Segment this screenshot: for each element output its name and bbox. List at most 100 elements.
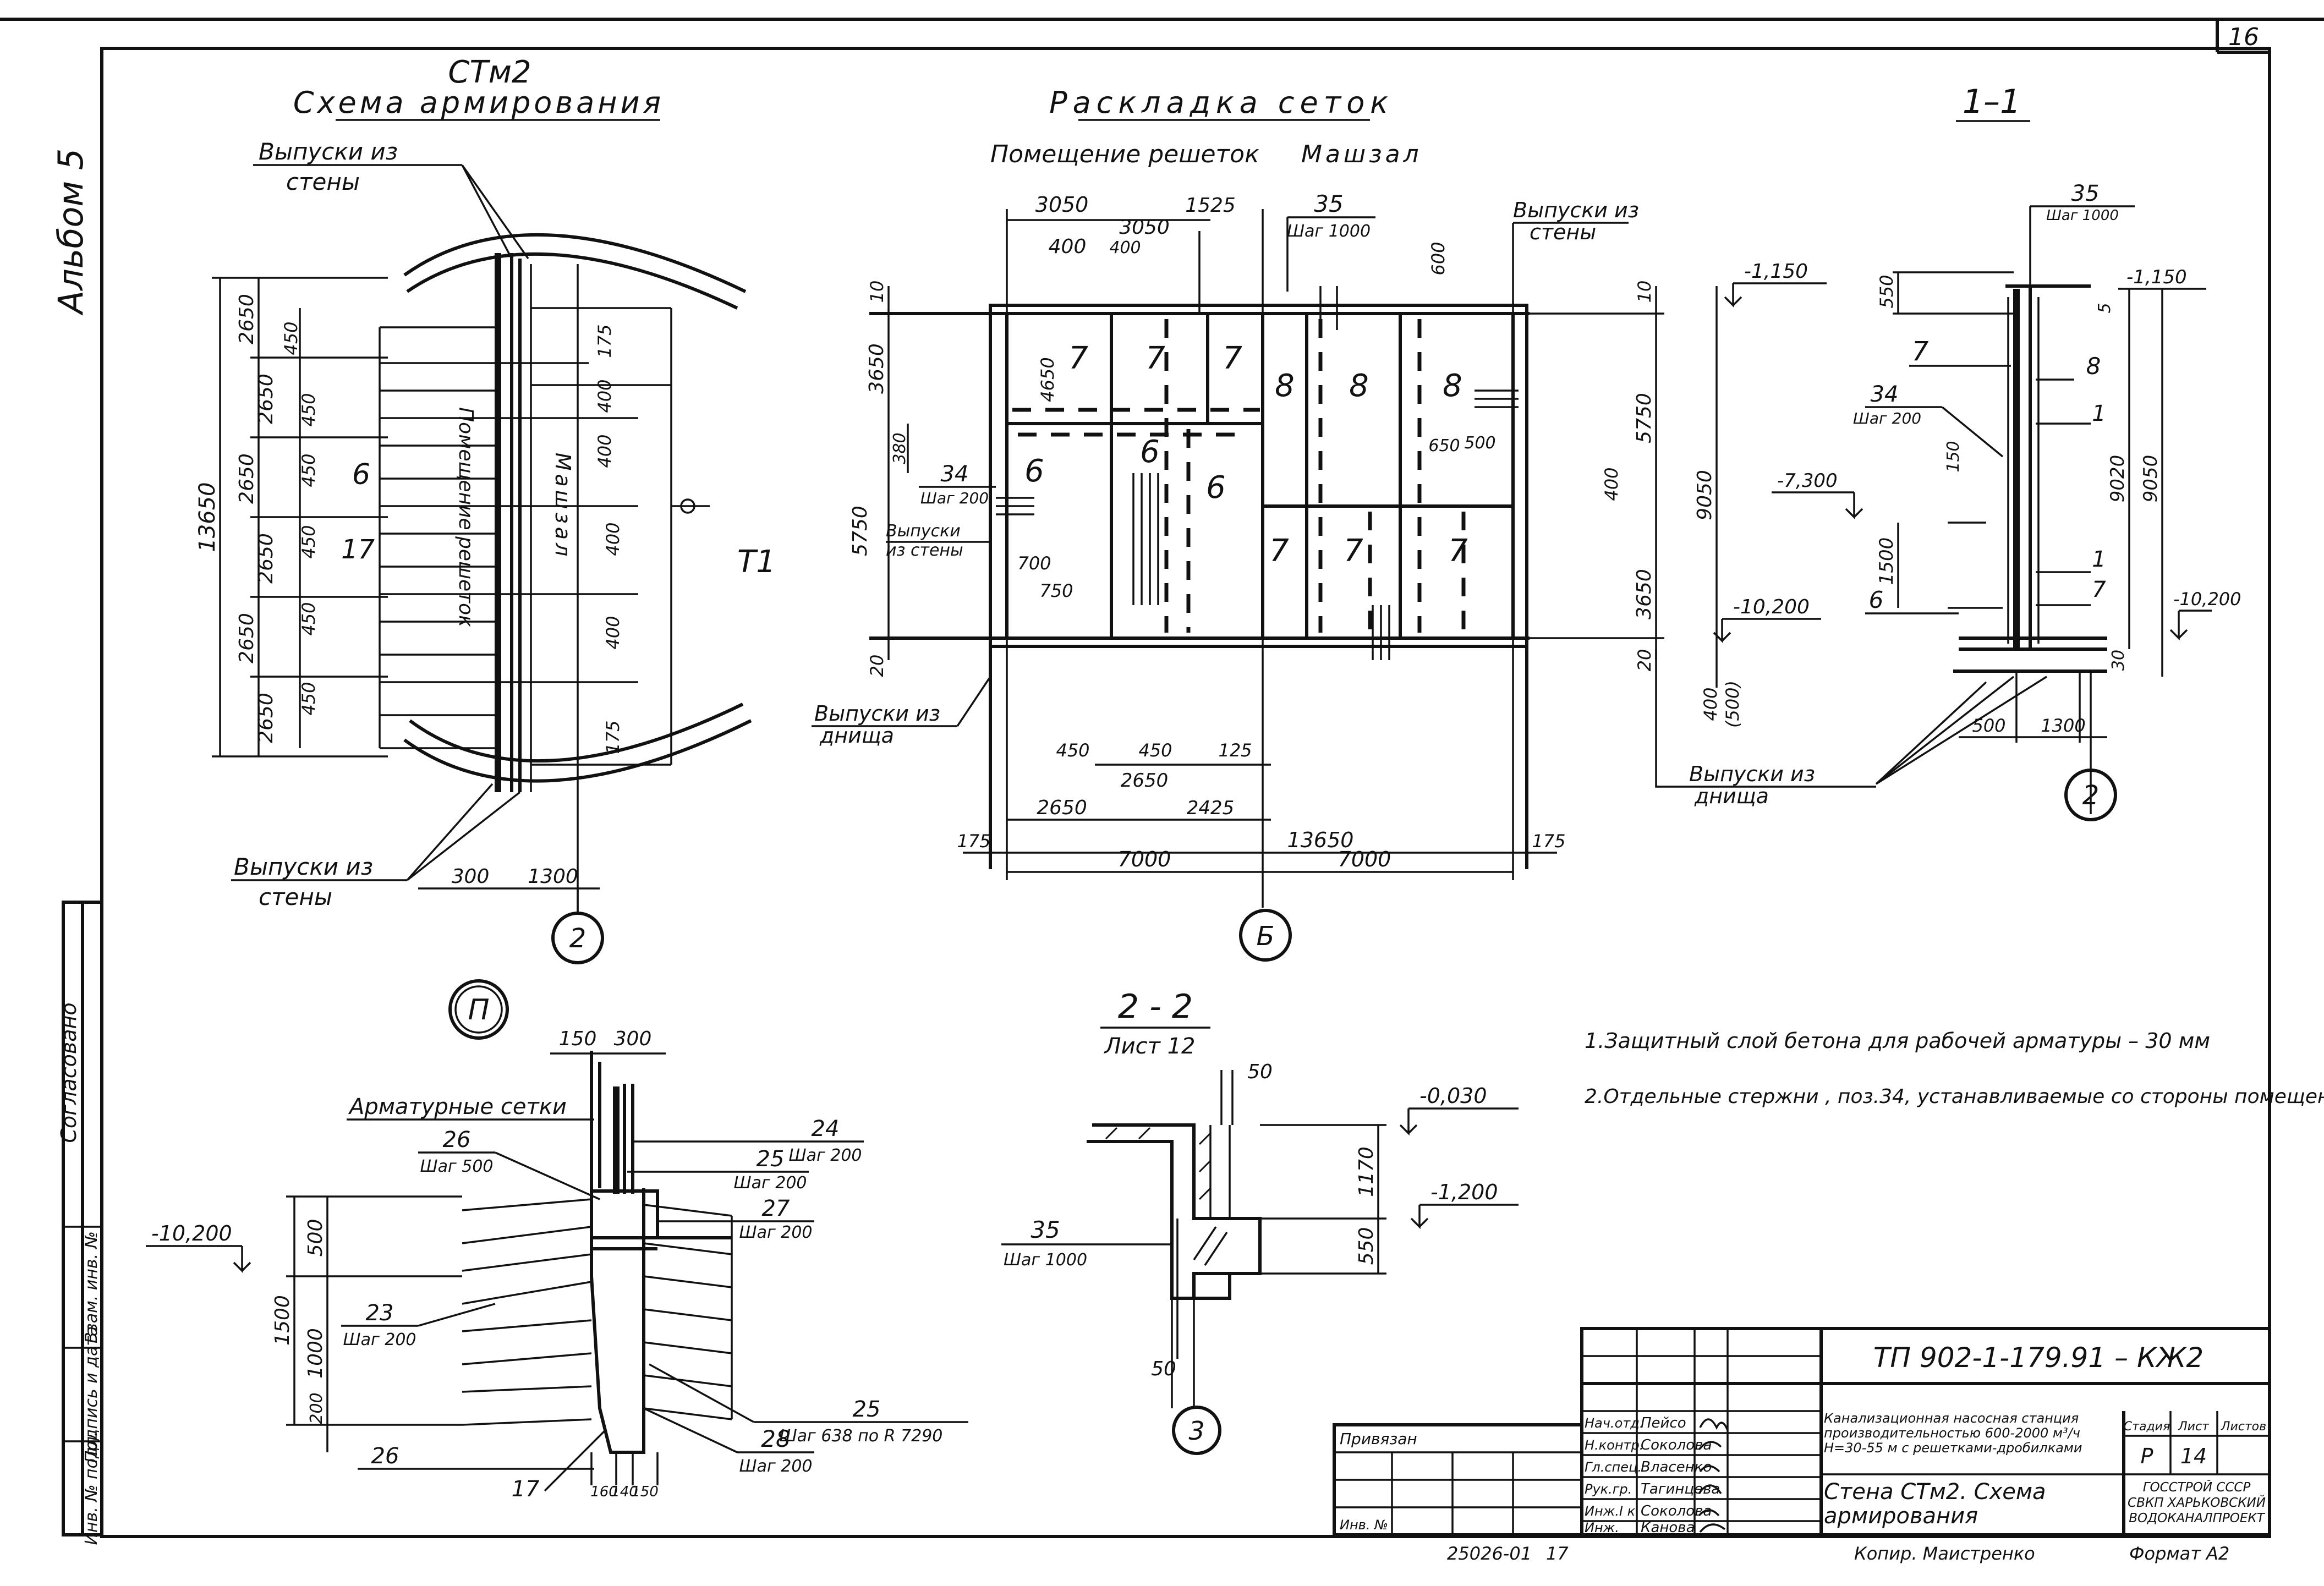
scheme-dim-inner-4: 450 xyxy=(298,525,319,558)
node-p-label: П xyxy=(468,994,489,1027)
layout-out-bottom-a: Выпуски из xyxy=(814,701,940,726)
section11-lev-1150: -1,150 xyxy=(2126,266,2187,288)
nodep-m24: 24 xyxy=(812,1116,840,1142)
section11-mark-34: 34 xyxy=(1871,382,1899,407)
layout-mark-top-3: 7 xyxy=(1223,341,1242,376)
scheme-dim-inner-6: 450 xyxy=(298,682,319,715)
layout-dim-450-a: 450 xyxy=(1056,740,1089,761)
section11-dim-1300: 1300 xyxy=(2041,715,2085,736)
scheme-mark-t1: Т1 xyxy=(737,544,776,580)
scheme-mark-17: 17 xyxy=(341,534,375,565)
section11-mark-7a: 7 xyxy=(1912,336,1929,367)
scheme-dim-175-bottom: 175 xyxy=(602,720,623,754)
layout-mark-bot-1: 6 xyxy=(1024,453,1044,489)
stamp-names: Пейсо Соколова Власенко Тагинцева Соколо… xyxy=(1641,1415,1720,1536)
side-inv: Инв. № подл. xyxy=(82,1431,101,1545)
stamp-sheets-label: Листов xyxy=(2221,1420,2266,1434)
stamp-object: Канализационная насосная станция произво… xyxy=(1824,1411,2082,1456)
stamp-name-5: Соколова xyxy=(1641,1503,1712,1519)
nodep-dim-200: 200 xyxy=(307,1392,326,1424)
section11-dim-9050: 9050 xyxy=(2140,455,2162,503)
stamp-inv: Инв. № xyxy=(1340,1517,1388,1533)
section-2-2: 2 - 2 Лист 12 50 -0,030 1170 -1,200 550 … xyxy=(1001,987,1519,1455)
signatures xyxy=(1698,1418,1729,1533)
layout-dim-1525: 1525 xyxy=(1185,194,1236,217)
layout-dim-400-500: 400 xyxy=(1700,687,1721,721)
layout-dim-380: 380 xyxy=(890,432,909,464)
scheme-dim-inner-5: 450 xyxy=(298,602,319,635)
layout-dim-13650: 13650 xyxy=(1287,828,1354,852)
scheme-mesh-bars xyxy=(379,307,672,766)
scheme-dim-400-3: 400 xyxy=(602,522,623,556)
scheme-dim-left-6: 2650 xyxy=(255,693,277,743)
stamp-sheet: 14 xyxy=(2180,1444,2207,1468)
layout-dim-20-right: 20 xyxy=(1634,649,1655,672)
section11-dim-150: 150 xyxy=(1944,441,1963,472)
layout-dim-450-b: 450 xyxy=(1138,740,1172,761)
notes: 1.Защитный слой бетона для рабочей армат… xyxy=(1585,1029,2324,1108)
layout-dim-500-paren: (500) xyxy=(1722,681,1743,728)
layout-dim-2650-bot: 2650 xyxy=(1037,797,1087,819)
section11-lev-10200: -10,200 xyxy=(2173,589,2241,610)
layout-dim-700: 700 xyxy=(1017,553,1051,574)
section11-dim-30: 30 xyxy=(2109,650,2128,671)
stamp-roles: Нач.отд. Н.контр. Гл.спец. Рук.гр. Инж.I… xyxy=(1585,1415,1643,1535)
layout-mark-35: 35 xyxy=(1314,190,1343,217)
layout-mark-bot-3: 6 xyxy=(1206,470,1226,506)
side-stamp: Согласовано Взам. инв. № Подпись и дата … xyxy=(57,901,103,1545)
nodep-step23: Шаг 200 xyxy=(343,1330,416,1349)
section22-step-1000: Шаг 1000 xyxy=(1004,1250,1087,1270)
section11-step-1000: Шаг 1000 xyxy=(2046,207,2119,224)
layout-dim-2650-mid: 2650 xyxy=(1121,770,1169,792)
section22-axis-3: 3 xyxy=(1188,1416,1204,1446)
stamp-name-4: Тагинцева xyxy=(1641,1481,1720,1497)
scheme-mark-6: 6 xyxy=(352,458,370,491)
section11-dim-5: 5 xyxy=(2095,303,2114,313)
layout-dim-400-right: 400 xyxy=(1601,467,1622,501)
scheme-note-bottom-a: Выпуски из xyxy=(234,853,373,880)
section11-out-b: днища xyxy=(1694,784,1769,808)
layout-subtitle-right: Машзал xyxy=(1301,140,1422,168)
stamp-sheet-label: Лист xyxy=(2178,1420,2210,1434)
nodep-step24: Шаг 200 xyxy=(788,1146,862,1165)
nodep-m26b: 26 xyxy=(371,1444,399,1469)
section22-title: 2 - 2 xyxy=(1118,987,1193,1026)
stamp-format: Формат А2 xyxy=(2129,1543,2229,1564)
nodep-step500: Шаг 500 xyxy=(420,1157,493,1176)
nodep-m25b: 25 xyxy=(853,1397,881,1422)
stamp-sheet-title: Стена СТм2. Схема армирования xyxy=(1824,1480,2046,1529)
layout-dim-5750-left: 5750 xyxy=(849,506,872,556)
scheme-note-top-b: стены xyxy=(286,168,360,195)
scheme-dim-inner-3: 450 xyxy=(298,453,319,487)
layout-dim-10-left: 10 xyxy=(867,281,887,303)
sheet-frame: 16 Альбом 5 xyxy=(0,18,2324,1538)
layout-step-1000: Шаг 1000 xyxy=(1287,222,1371,241)
nodep-lev: -10,200 xyxy=(151,1221,232,1245)
nodep-m27: 27 xyxy=(762,1196,790,1221)
nodep-dim-300: 300 xyxy=(614,1028,652,1050)
section11-dim-500: 500 xyxy=(1972,715,2005,736)
layout-out-wall2-a: Выпуски xyxy=(886,522,961,541)
layout-mark-top-6: 8 xyxy=(1443,368,1462,404)
layout-lev-1150: -1,150 xyxy=(1744,260,1808,283)
layout-mark-top-4: 8 xyxy=(1275,368,1295,404)
stamp-role-6: Инж. xyxy=(1585,1520,1619,1535)
nodep-m26: 26 xyxy=(443,1127,471,1153)
layout-dim-750: 750 xyxy=(1039,580,1073,601)
layout-axis-b: Б xyxy=(1257,921,1275,952)
scheme-dim-left-2: 2650 xyxy=(255,374,277,424)
scheme-dim-1300: 1300 xyxy=(528,865,578,888)
layout-view: Раскладка сеток Помещение решеток Машзал xyxy=(812,85,1827,962)
scheme-dim-total: 13650 xyxy=(195,482,220,552)
nodep-dim-bottom-2: 140 xyxy=(611,1484,638,1500)
section22-lev-1200: -1,200 xyxy=(1430,1180,1498,1204)
nodep-dim-1000: 1000 xyxy=(304,1328,327,1379)
scheme-dim-left-5: 2650 xyxy=(235,613,258,663)
nodep-dim-150: 150 xyxy=(559,1028,597,1050)
layout-dim-3650-right: 3650 xyxy=(1633,569,1656,619)
layout-title: Раскладка сеток xyxy=(1049,85,1394,120)
section22-mark-35: 35 xyxy=(1031,1216,1060,1243)
layout-dim-20-left: 20 xyxy=(867,655,887,677)
side-agreed: Согласовано xyxy=(57,1002,81,1143)
